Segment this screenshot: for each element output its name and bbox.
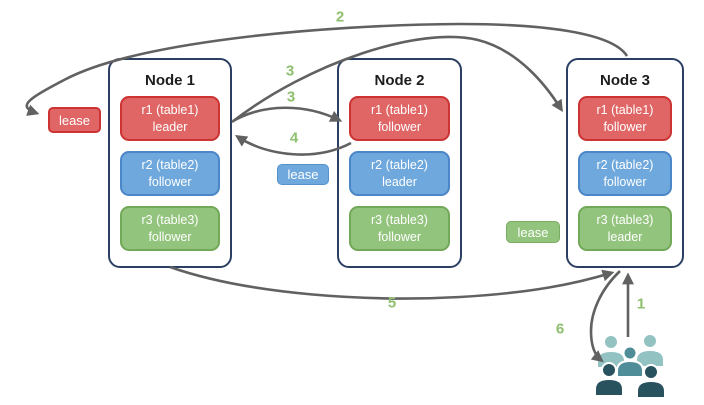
replica-role: follower: [377, 229, 422, 244]
replica-label: r3 (table3): [141, 213, 199, 228]
step-label-1: 1: [636, 295, 646, 313]
replica-role: follower: [603, 119, 647, 134]
step-label-6: 6: [555, 320, 565, 338]
arrow-step3-leader-to-node2: [232, 106, 343, 123]
users-group-icon: [594, 333, 666, 399]
lease-badge-r2: lease: [277, 164, 329, 185]
replica-role: leader: [607, 229, 643, 244]
node-1-replica-r3: r3 (table3) follower: [120, 206, 220, 251]
node-1-replica-r2: r2 (table2) follower: [120, 151, 220, 196]
node-2-replica-r1: r1 (table1) follower: [349, 96, 450, 141]
replica-role: leader: [382, 174, 417, 189]
node-3-replica-r1: r1 (table1) follower: [578, 96, 672, 141]
step-label-2: 2: [335, 8, 345, 26]
replica-label: r3 (table3): [596, 213, 654, 228]
node-1-replica-r1: r1 (table1) leader: [120, 96, 220, 141]
lease-badge-r3: lease: [506, 221, 560, 243]
replica-role: follower: [603, 174, 647, 189]
node-3-replica-r2: r2 (table2) follower: [578, 151, 672, 196]
replica-role: follower: [148, 229, 192, 244]
replica-label: r2 (table2): [596, 158, 654, 173]
node-2: Node 2 r1 (table1) follower r2 (table2) …: [337, 58, 462, 268]
node-3-title: Node 3: [599, 72, 650, 89]
node-3: Node 3 r1 (table1) follower r2 (table2) …: [566, 58, 684, 268]
replica-label: r1 (table1): [371, 103, 428, 118]
step-label-4: 4: [289, 129, 299, 147]
users-middle: [616, 345, 644, 378]
node-2-replica-r2: r2 (table2) leader: [349, 151, 450, 196]
node-2-replica-r3: r3 (table3) follower: [349, 206, 450, 251]
node-3-replica-r3: r3 (table3) leader: [578, 206, 672, 251]
replica-label: r2 (table2): [371, 158, 428, 173]
replica-label: r3 (table3): [371, 213, 428, 228]
replica-label: r1 (table1): [596, 103, 654, 118]
step-label-5: 5: [387, 294, 397, 312]
replica-label: r2 (table2): [141, 158, 199, 173]
replica-role: follower: [377, 119, 422, 134]
replica-label: r1 (table1): [141, 103, 199, 118]
step-label-3b: 3: [286, 88, 296, 106]
users-front-row: [594, 362, 666, 399]
node-1-title: Node 1: [144, 72, 195, 89]
step-label-3a: 3: [285, 62, 295, 80]
replica-role: leader: [152, 119, 188, 134]
node-2-title: Node 2: [374, 72, 425, 89]
replica-role: follower: [148, 174, 192, 189]
node-1: Node 1 r1 (table1) leader r2 (table2) fo…: [108, 58, 232, 268]
lease-badge-r1: lease: [48, 107, 101, 133]
